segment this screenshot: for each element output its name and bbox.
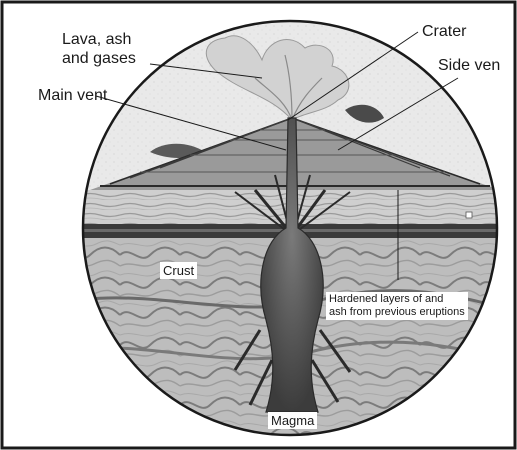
label-crust: Crust [160,262,197,279]
label-lava-line-2: and gases [62,49,136,68]
volcano-cross-section [80,20,510,450]
label-hardened-line-1: Hardened layers of and [329,293,465,306]
label-crater: Crater [422,22,466,41]
label-lava-ash-gases: Lava, ash and gases [62,30,136,68]
label-main-vent: Main vent [38,86,107,105]
label-hardened-line-2: ash from previous eruptions [329,306,465,319]
marker-block [466,212,472,218]
label-side-vent: Side ven [438,56,500,75]
label-lava-line-1: Lava, ash [62,30,136,49]
label-hardened-layers: Hardened layers of and ash from previous… [326,292,468,320]
label-magma: Magma [268,412,317,429]
